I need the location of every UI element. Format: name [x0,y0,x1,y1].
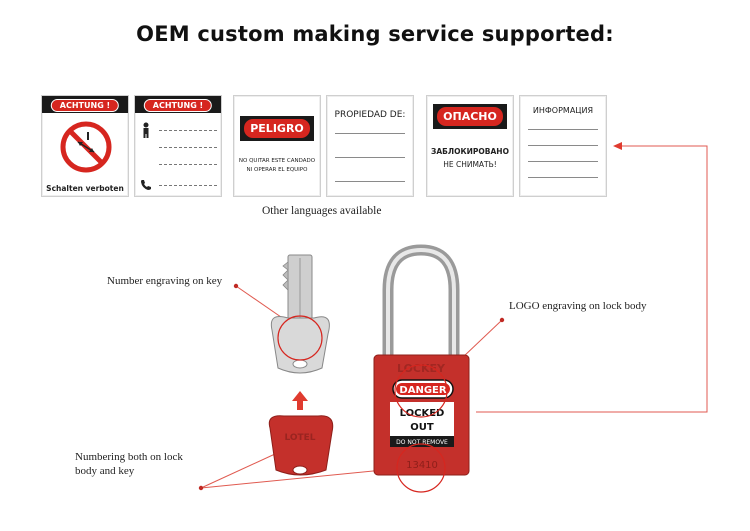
red-key-icon: LOTEL [268,415,334,476]
page-title: OEM custom making service supported: [136,22,614,46]
tag-fill-line [159,164,217,165]
tag-text-line: NO QUITAR ESTE CANDADO [238,158,316,164]
tag-fill-line [335,133,405,134]
arrow-head-icon [613,142,622,150]
tag-header-bar: ОПАСНО [433,104,507,129]
tag-fill-line [528,161,598,162]
callout-line [200,467,404,489]
lock-brand-text: LOCKEY [397,362,446,375]
lock-out-text: OUT [410,422,434,433]
tag-header-label: PELIGRO [244,119,310,138]
phone-icon [141,180,151,190]
tag-title: ИНФОРМАЦИЯ [532,106,594,115]
tag-opasno: ОПАСНО ЗАБЛОКИРОВАНО НЕ СНИМАТЬ! [426,95,514,197]
key-engraving-text: LOTEL [284,433,315,443]
tag-footer-text: Schalten verboten [46,184,124,193]
prohibition-icon [60,121,112,173]
tag-fill-line [335,157,405,158]
label-key-engraving: Number engraving on key [107,275,223,287]
connector-line [476,145,708,413]
tag-header-label: ACHTUNG ! [143,99,213,112]
tag-fill-line [528,129,598,130]
person-icon [143,122,149,138]
lock-locked-text: LOCKED [400,408,445,419]
tag-informatsiya: ИНФОРМАЦИЯ [519,95,607,197]
silver-key-icon [270,254,330,374]
tag-header-bar: ACHTUNG ! [42,96,128,113]
up-arrow-icon [292,391,308,410]
tag-propiedad: PROPIEDAD DE: [326,95,414,197]
lock-do-not-remove-text: DO NOT REMOVE [396,439,448,446]
label-numbering: Numbering both on lock body and key [75,451,183,477]
tag-peligro: PELIGRO NO QUITAR ESTE CANDADO NI OPERAR… [233,95,321,197]
tag-header-bar: ACHTUNG ! [135,96,221,113]
callout-line [461,319,503,359]
tag-fill-line [159,130,217,131]
tag-achtung-prohibition: ACHTUNG ! Schalten verboten [41,95,129,197]
tag-text-line: NI OPERAR EL EQUIPO [246,167,308,173]
tag-achtung-contact: ACHTUNG ! [134,95,222,197]
tag-text-line: НЕ СНИМАТЬ! [443,160,497,169]
tag-fill-line [528,177,598,178]
label-logo-engraving: LOGO engraving on lock body [509,300,647,312]
tag-text-line: ЗАБЛОКИРОВАНО [431,147,509,156]
tag-fill-line [159,185,217,186]
tag-header-label: ACHTUNG ! [50,99,120,112]
tag-header-bar: PELIGRO [240,116,314,141]
shackle-icon [382,244,460,370]
callout-line [200,453,276,489]
lock-number-text: 13410 [406,460,438,471]
tag-fill-line [528,145,598,146]
lock-danger-text: DANGER [399,385,446,396]
tag-fill-line [159,147,217,148]
other-languages-caption: Other languages available [262,205,382,217]
tag-title: PROPIEDAD DE: [334,110,406,120]
tag-fill-line [335,181,405,182]
tag-header-label: ОПАСНО [437,107,503,126]
